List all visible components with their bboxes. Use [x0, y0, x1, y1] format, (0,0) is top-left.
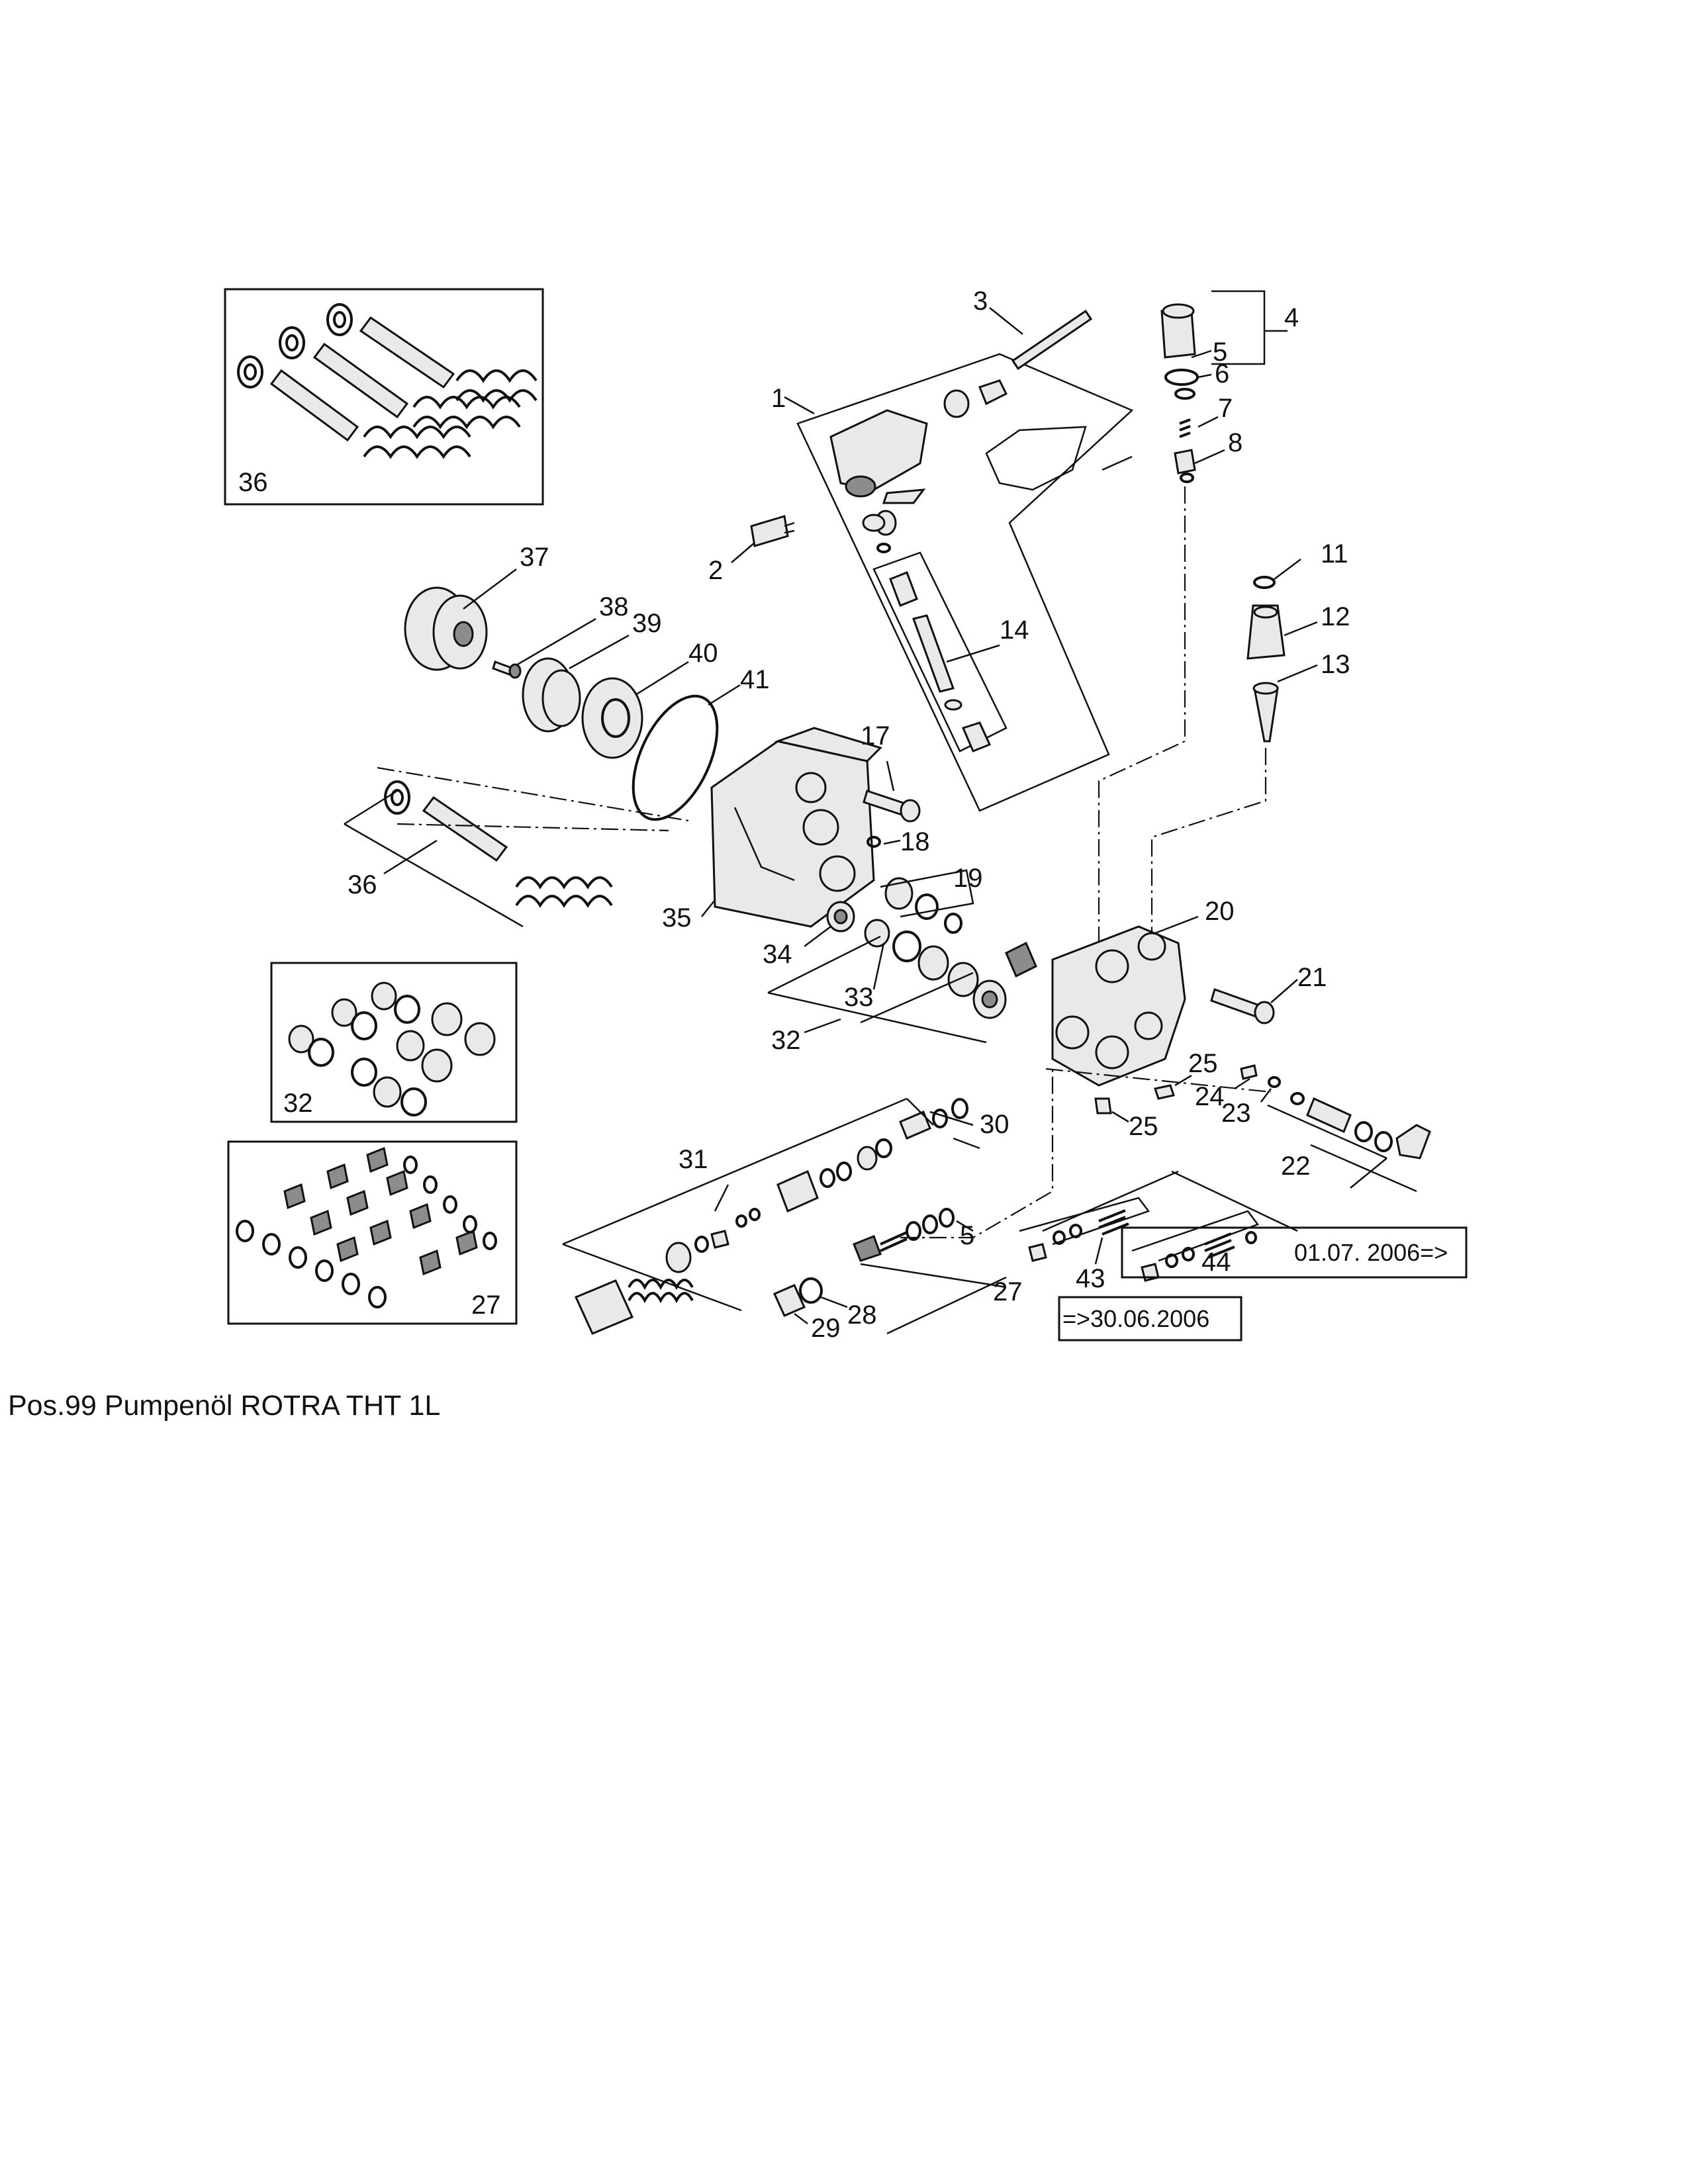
callout-7: 7	[1218, 394, 1233, 423]
callout-39: 39	[632, 609, 662, 638]
callout-34: 34	[763, 940, 792, 969]
part-28-oring: 28	[799, 1277, 877, 1330]
part-3-hose: 3	[973, 287, 1093, 371]
callout-3: 3	[973, 287, 988, 316]
part-6-oring: 6	[1164, 359, 1229, 388]
callout-12: 12	[1321, 602, 1350, 631]
callout-31: 31	[679, 1145, 708, 1174]
leader-variants	[1042, 1170, 1298, 1232]
callout-36-b: 36	[348, 870, 377, 899]
callout-1: 1	[771, 384, 786, 413]
callout-43: 43	[1076, 1264, 1105, 1293]
callout-32-b: 32	[283, 1089, 313, 1118]
dashline-inlet	[1098, 486, 1186, 946]
callout-8: 8	[1228, 428, 1243, 457]
callout-21: 21	[1297, 963, 1327, 992]
callout-14: 14	[1000, 615, 1029, 645]
part-14-valve-kit: 14	[862, 514, 1029, 752]
part-25-plug-b: 25	[1094, 1097, 1158, 1141]
callout-2: 2	[708, 556, 723, 585]
callout-25-a: 25	[1188, 1049, 1218, 1078]
kit-36-box: 36	[224, 288, 544, 506]
date-note-from: 01.07. 2006=>	[1121, 1226, 1468, 1279]
callout-17: 17	[861, 721, 890, 751]
part-19-seal-set: 19	[880, 864, 983, 934]
part-1-unloader-assembly: 1	[771, 353, 1134, 812]
part-18-washer: 18	[867, 827, 930, 856]
bracket-27-28-29	[886, 1276, 1007, 1335]
callout-6: 6	[1215, 359, 1229, 388]
part-41-oring: 41	[632, 665, 770, 821]
callout-40: 40	[688, 639, 718, 668]
part-20-cylinder-head: 20	[1051, 897, 1235, 1087]
part-13-filter: 13	[1252, 650, 1350, 743]
part-11-oring: 11	[1253, 539, 1348, 589]
callout-38: 38	[599, 592, 629, 621]
kit-32-box: 32	[270, 962, 518, 1123]
part-29-plug: 29	[773, 1284, 841, 1343]
callout-5-b: 5	[960, 1221, 974, 1250]
callout-18: 18	[900, 827, 930, 856]
part-30-valve: 30	[899, 1098, 1009, 1150]
part-40-gasket: 40	[581, 639, 718, 759]
part-21-screw: 21	[1210, 963, 1327, 1024]
callout-30: 30	[980, 1110, 1009, 1139]
part-43-variant-old: 43	[1019, 1197, 1150, 1293]
callout-19: 19	[953, 864, 983, 893]
part-36-piston-set: 36	[344, 766, 689, 928]
callout-36-a: 36	[238, 468, 268, 497]
callout-13: 13	[1321, 650, 1350, 679]
callout-44: 44	[1201, 1248, 1231, 1277]
callout-41: 41	[740, 665, 770, 694]
part-31-valve-assembly: 31	[562, 1097, 934, 1335]
part-38-screw: 38	[492, 592, 629, 679]
callout-25-b: 25	[1129, 1112, 1158, 1141]
dashline-side-ports	[1045, 1068, 1272, 1093]
part-37-cover: 37	[404, 543, 549, 671]
part-34-seal: 34	[763, 901, 855, 969]
callout-28: 28	[847, 1300, 877, 1330]
part-35-crankcase: 35	[662, 727, 882, 933]
date-note-until: =>30.06.2006	[1058, 1296, 1243, 1342]
part-24-washer: 24	[1195, 1064, 1258, 1111]
part-39-bearing: 39	[522, 609, 662, 733]
callout-37: 37	[520, 543, 549, 572]
callout-20: 20	[1205, 897, 1235, 926]
part-4-inlet-set: 4	[1211, 290, 1299, 365]
callout-24: 24	[1195, 1082, 1225, 1111]
part-12-nozzle: 12	[1246, 602, 1350, 660]
callout-4: 4	[1284, 303, 1299, 332]
part-22-chemical-injector: 22	[1267, 1092, 1431, 1193]
part-2-micro-switch: 2	[708, 515, 795, 585]
callout-27-a: 27	[471, 1291, 501, 1320]
part-25-plug-a: 25	[1154, 1049, 1218, 1100]
part-8-valve: 8	[1174, 428, 1243, 483]
part-7-spring: 7	[1174, 388, 1233, 438]
callout-22: 22	[1281, 1152, 1311, 1181]
callout-32-a: 32	[771, 1026, 801, 1055]
part-33-seal-kit: 33 32	[767, 919, 1037, 1055]
part-17-screw: 17	[861, 721, 921, 823]
callout-35: 35	[662, 903, 692, 933]
callout-23: 23	[1221, 1099, 1251, 1128]
part-23-oring: 23	[1221, 1076, 1281, 1128]
footer-note: Pos.99 Pumpenöl ROTRA THT 1L	[8, 1390, 441, 1422]
callout-27-b: 27	[993, 1277, 1023, 1306]
date-note-until-text: =>30.06.2006	[1062, 1305, 1209, 1332]
part-27-valve-set: 5 27	[853, 1208, 1023, 1306]
date-note-from-text: 01.07. 2006=>	[1294, 1239, 1448, 1266]
kit-27-box: 27	[227, 1140, 518, 1325]
callout-33: 33	[844, 983, 874, 1012]
part-5-fitting: 5	[1160, 303, 1227, 367]
part-44-variant-new: 44	[1131, 1210, 1260, 1282]
callout-29: 29	[811, 1314, 841, 1343]
callout-5-a: 5	[1213, 338, 1227, 367]
callout-11: 11	[1321, 539, 1348, 569]
dashline-lower-valves	[900, 1066, 1054, 1239]
